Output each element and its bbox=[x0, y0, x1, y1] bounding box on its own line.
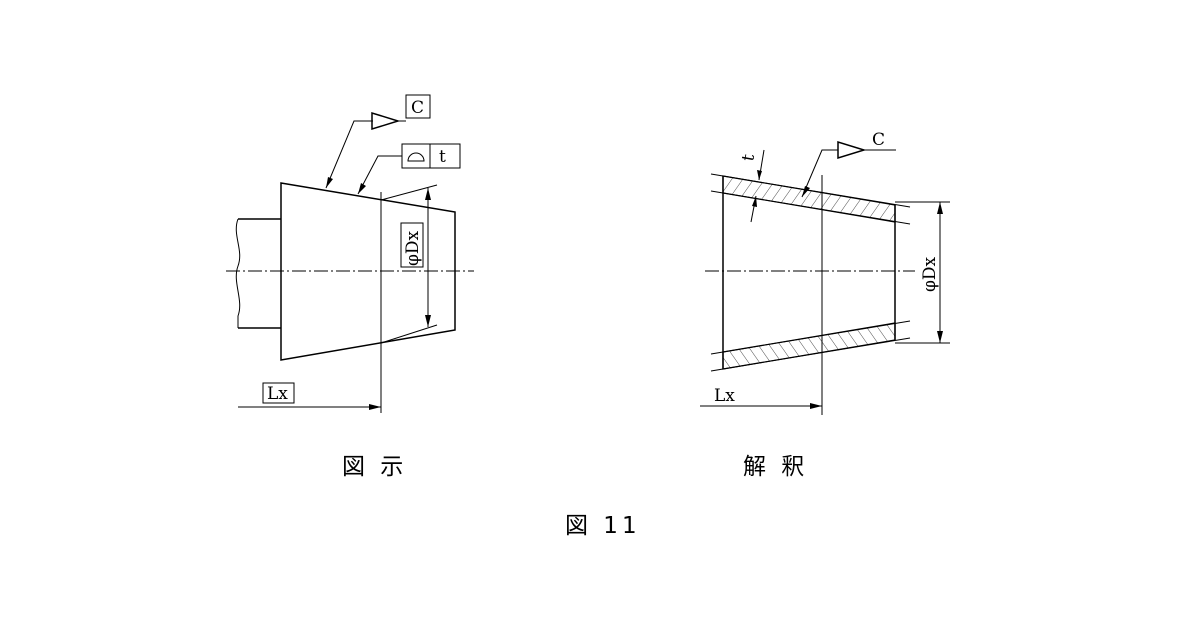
tolerance-zone-top bbox=[722, 175, 896, 223]
tolerance-frame: t bbox=[357, 143, 461, 195]
datum-leader-right: C bbox=[801, 130, 896, 198]
datum-label-box bbox=[405, 94, 431, 119]
surface-profile-icon bbox=[407, 152, 425, 162]
right-drawing: φDx Lx t C bbox=[700, 130, 950, 415]
tolerance-zone-bottom bbox=[722, 322, 896, 370]
shaft-stub bbox=[235, 218, 281, 329]
caption-right: 解 釈 bbox=[743, 454, 808, 480]
cone-body bbox=[280, 182, 456, 361]
tolerance-value: t bbox=[439, 147, 446, 167]
figure-caption: 図 11 bbox=[565, 513, 641, 539]
datum-label-right: C bbox=[872, 130, 885, 150]
diameter-label-box bbox=[400, 222, 424, 268]
left-drawing: φDx Lx C t bbox=[226, 94, 474, 413]
datum-label: C bbox=[411, 98, 424, 118]
length-label-right: Lx bbox=[714, 386, 735, 406]
thickness-label: t bbox=[738, 153, 759, 163]
length-label: Lx bbox=[267, 384, 288, 404]
caption-left: 図 示 bbox=[342, 454, 407, 480]
diameter-label: φDx bbox=[403, 230, 423, 266]
length-label-box bbox=[262, 382, 295, 404]
diameter-label-right: φDx bbox=[920, 256, 940, 292]
datum-leader: C bbox=[325, 94, 431, 189]
